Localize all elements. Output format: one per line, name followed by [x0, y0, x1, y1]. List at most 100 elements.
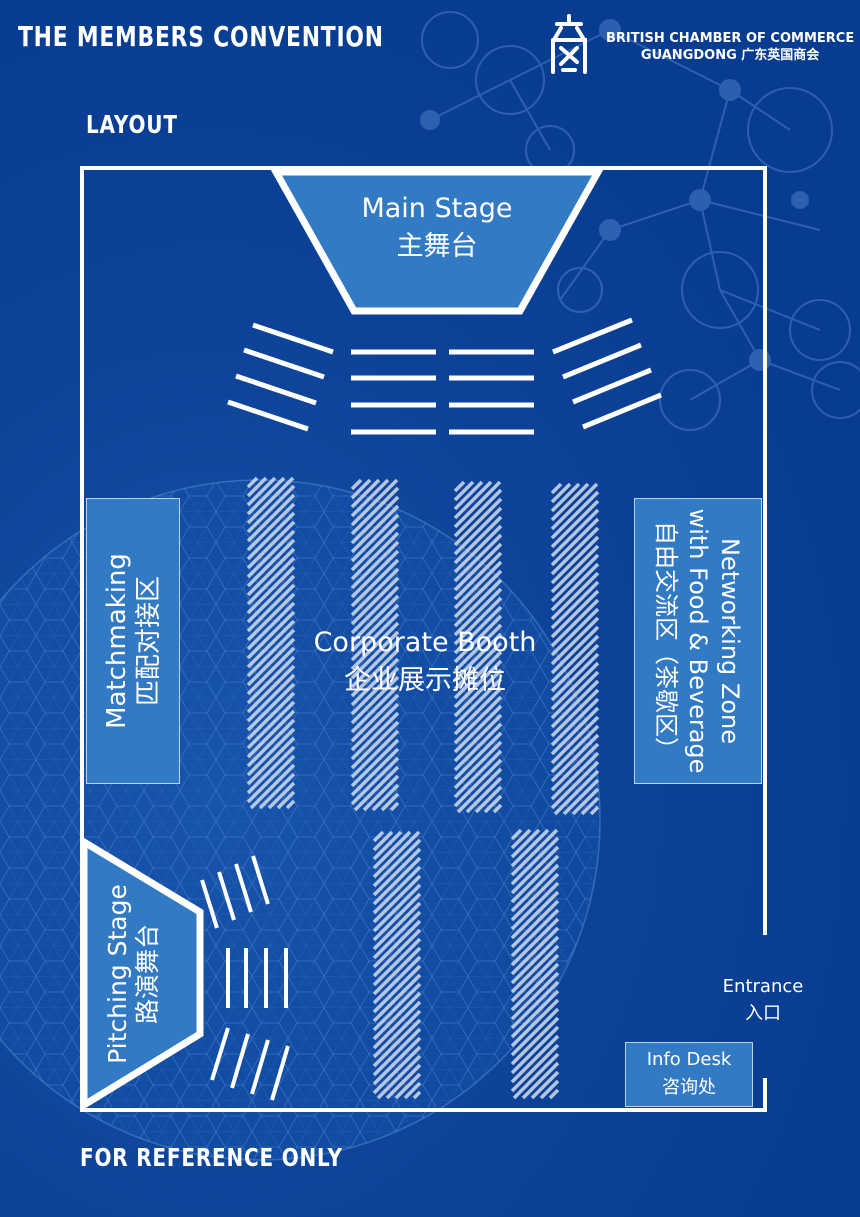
organization-name-line2: GUANGDONG 广东英国商会	[640, 48, 820, 63]
booth-stripe	[403, 1081, 422, 1100]
booth-stripe	[550, 562, 600, 612]
booth-stripe	[453, 515, 503, 565]
booth-stripe	[550, 490, 600, 540]
booth-stripe	[562, 778, 600, 816]
booth-stripe	[453, 722, 503, 772]
booth-stripe	[510, 854, 560, 904]
booth-stripe	[246, 610, 296, 660]
booth-stripe	[550, 706, 600, 756]
booth-stripe	[580, 796, 600, 816]
booth-stripe	[550, 553, 600, 603]
booth-stripe	[453, 668, 503, 718]
booth-stripe	[246, 529, 296, 579]
booth-stripe	[246, 709, 296, 759]
booth-stripe	[372, 901, 422, 951]
booth-column-2	[350, 478, 400, 812]
booth-stripe	[510, 828, 559, 877]
booth-stripe	[376, 1054, 422, 1100]
booth-stripe	[474, 785, 503, 814]
booth-stripe	[372, 1036, 422, 1086]
booth-stripe	[510, 926, 560, 976]
booth-stripe	[246, 476, 259, 489]
booth-stripe	[510, 890, 560, 940]
booth-stripe	[246, 727, 296, 777]
network-nodes-decoration	[420, 11, 860, 431]
booth-stripe	[553, 769, 600, 816]
entrance-label-zh: 入口	[745, 1003, 781, 1024]
booth-stripe	[246, 754, 296, 804]
booth-stripe	[350, 639, 400, 689]
booth-stripe	[512, 1052, 560, 1100]
booth-stripe	[394, 1072, 422, 1100]
booth-stripe	[453, 488, 503, 538]
booth-stripe	[453, 659, 503, 709]
booth-stripe	[372, 1000, 422, 1050]
booth-stripe	[350, 567, 400, 617]
booth-stripe	[246, 565, 296, 615]
booth-stripe	[550, 643, 600, 693]
booth-stripe	[550, 607, 600, 657]
networking-label: Networking Zone with Food & Beverage 自由交…	[650, 509, 746, 774]
booth-stripe	[453, 480, 493, 520]
booth-stripe	[372, 830, 412, 870]
booth-stripe	[350, 478, 399, 527]
booth-stripe	[453, 695, 503, 745]
booth-stripe	[550, 715, 600, 765]
booth-stripe	[350, 702, 400, 752]
entrance-label-en: Entrance	[722, 976, 804, 997]
booth-stripe	[571, 787, 600, 816]
chamber-logo-icon	[551, 14, 587, 74]
networking-zone	[634, 498, 762, 784]
booth-stripe	[350, 531, 400, 581]
booth-stripe	[350, 756, 400, 806]
booth-stripe	[372, 964, 422, 1014]
booth-stripe	[246, 520, 296, 570]
booth-stripe	[353, 765, 400, 812]
booth-stripe	[453, 686, 503, 736]
booth-stripe	[350, 504, 400, 554]
booth-stripe	[372, 1045, 422, 1095]
booth-stripe	[550, 598, 600, 648]
booth-stripe	[510, 989, 560, 1039]
booth-stripe	[362, 774, 400, 812]
booth-stripe	[412, 1090, 422, 1100]
booth-stripe	[350, 540, 400, 590]
booth-stripe	[246, 619, 296, 669]
booth-stripe	[350, 648, 400, 698]
main-stage-label: Main Stage 主舞台	[330, 190, 544, 266]
booth-stripe	[246, 718, 296, 768]
booth-stripe	[510, 828, 532, 850]
booth-stripe	[453, 542, 503, 592]
booth-stripe	[350, 478, 390, 518]
booth-stripe	[550, 724, 600, 774]
booth-stripe	[453, 560, 503, 610]
booth-stripe	[372, 856, 422, 906]
booth-stripe	[372, 892, 422, 942]
booth-stripe	[510, 998, 560, 1048]
booth-stripe	[285, 799, 296, 810]
booth-stripe	[372, 910, 422, 960]
booth-stripe	[246, 655, 296, 705]
booth-stripe	[246, 682, 296, 732]
booth-stripe	[246, 484, 296, 534]
booth-stripe	[350, 729, 400, 779]
booth-stripe	[548, 1088, 560, 1100]
booth-stripe	[453, 533, 503, 583]
booth-stripe	[372, 928, 422, 978]
booth-stripe	[453, 480, 475, 502]
booth-stripe	[453, 650, 503, 700]
pitching-stage-label-en: Pitching Stage	[103, 884, 132, 1064]
booth-stripe	[246, 547, 296, 597]
booth-stripe	[453, 480, 484, 511]
booth-stripe	[350, 486, 400, 536]
booth-stripe	[246, 556, 296, 606]
booth-stripe	[372, 1027, 422, 1077]
booth-stripe	[350, 495, 400, 545]
booth-stripe	[350, 720, 400, 770]
corporate-booth-label-en: Corporate Booth	[313, 627, 537, 658]
booth-stripe	[350, 612, 400, 662]
booth-stripe	[372, 830, 385, 843]
booth-stripe	[246, 574, 296, 624]
booth-stripe	[372, 847, 422, 897]
booth-stripe	[350, 675, 400, 725]
